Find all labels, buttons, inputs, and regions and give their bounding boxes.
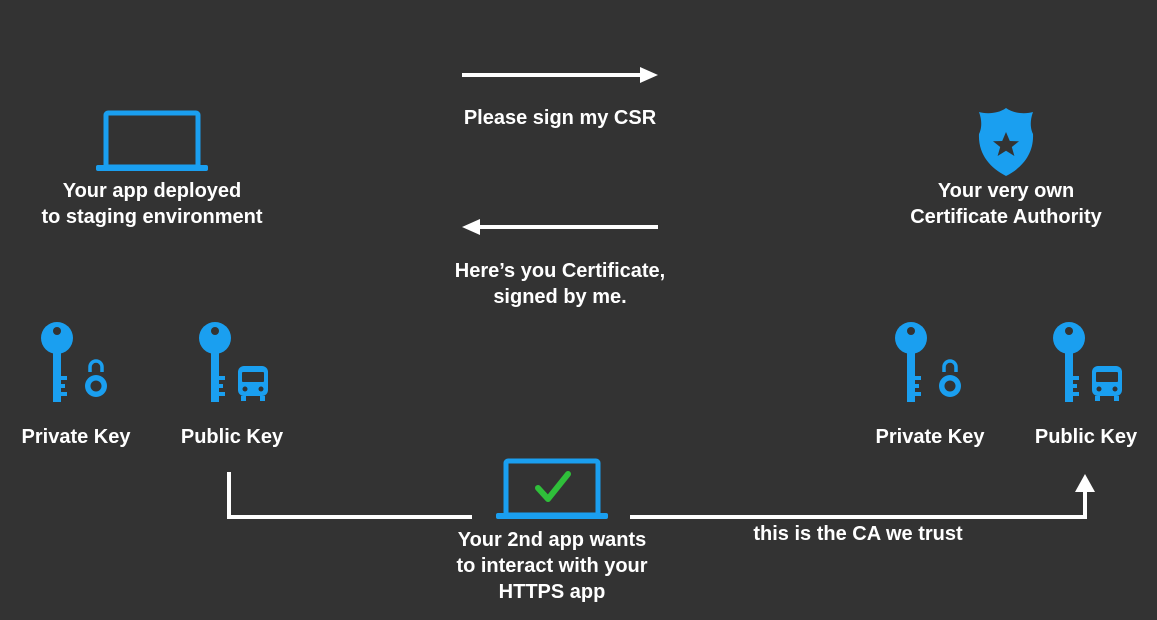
request-label: Please sign my CSR: [463, 107, 657, 129]
app-public-key-label: Public Key: [180, 426, 284, 448]
app-label: Your app deployed to staging environment: [41, 180, 263, 228]
ca-public-key-label: Public Key: [1034, 426, 1138, 448]
trust-arrowhead: [1075, 474, 1095, 492]
police-badge-star-icon: [978, 108, 1034, 176]
trust-label: this is the CA we trust: [753, 523, 963, 545]
laptop-check-icon: [496, 458, 608, 519]
laptop-icon: [96, 110, 208, 171]
app-private-key-label: Private Key: [21, 426, 131, 448]
response-arrow: [462, 219, 658, 235]
private-key-icon: [41, 322, 107, 402]
ca-private-key-label: Private Key: [875, 426, 985, 448]
ca-label: Your very own Certificate Authority: [910, 180, 1102, 228]
public-key-icon: [1053, 322, 1122, 402]
request-arrow: [462, 67, 658, 83]
checkmark-icon: [535, 471, 571, 502]
public-key-icon: [199, 322, 268, 402]
client-label: Your 2nd app wants to interact with your…: [456, 529, 648, 603]
response-label: Here’s you Certificate, signed by me.: [454, 260, 666, 308]
private-key-icon: [895, 322, 961, 402]
